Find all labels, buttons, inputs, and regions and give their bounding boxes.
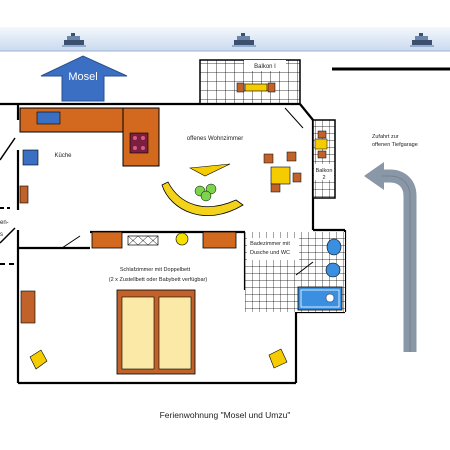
bathtub — [297, 286, 343, 311]
mosel-arrow-label: Mosel — [68, 71, 97, 83]
bedroom-wardrobe — [20, 290, 36, 324]
sofa — [161, 163, 244, 216]
ship-icon — [410, 33, 434, 47]
bedroom-label-line2: (2 x Zustellbett oder Babybett verfügbar… — [109, 277, 208, 283]
double-bed — [116, 289, 196, 375]
mosel-arrow: Mosel — [40, 55, 128, 102]
living-room-window — [284, 107, 304, 129]
driveway-arrow — [364, 162, 417, 352]
plant-icon — [194, 183, 217, 202]
fridge — [22, 149, 39, 166]
left-edge-fragment: en- — [0, 220, 9, 226]
balcony-2-label-line2: 2 — [322, 175, 325, 181]
bedroom-label-line1: Schlafzimmer mit Doppelbett — [120, 267, 191, 273]
ship-icon — [62, 33, 86, 47]
driveway-label-line2: offenen Tiefgarage — [372, 142, 418, 148]
stove-icon — [129, 132, 149, 154]
radiator — [127, 235, 159, 246]
balcony-1-label: Balkon I — [254, 64, 276, 70]
living-room-label: offenes Wohnzimmer — [187, 136, 243, 142]
washbasin — [326, 238, 342, 256]
balcony-1-table — [236, 82, 276, 93]
balcony-1-label-box — [244, 60, 286, 71]
balcony-2-chairs — [314, 130, 328, 159]
left-edge-fragment-2: s — [0, 232, 3, 238]
sink-icon — [36, 111, 61, 125]
nightstand-left — [29, 349, 48, 370]
lamp-icon — [175, 232, 189, 246]
wardrobe-right — [202, 231, 237, 249]
kitchen-label: Küche — [54, 153, 72, 159]
kitchen-cabinet — [19, 185, 29, 204]
bathroom-label-line1: Badezimmer mit — [250, 241, 290, 247]
kitchen-counter — [19, 107, 160, 167]
wardrobe-left — [91, 231, 123, 249]
toilet — [325, 262, 341, 278]
bathroom-label-line2: Dusche und WC — [250, 250, 290, 256]
dining-table — [263, 151, 302, 193]
floor-plan-caption: Ferienwohnung "Mosel und Umzu" — [159, 410, 291, 420]
nightstand-right — [268, 348, 288, 369]
driveway-label-line1: Zufahrt zur — [372, 134, 399, 140]
balcony-2-label-line1: Balkon — [316, 168, 333, 174]
shower-drain — [325, 293, 335, 303]
ship-icon — [232, 33, 256, 47]
